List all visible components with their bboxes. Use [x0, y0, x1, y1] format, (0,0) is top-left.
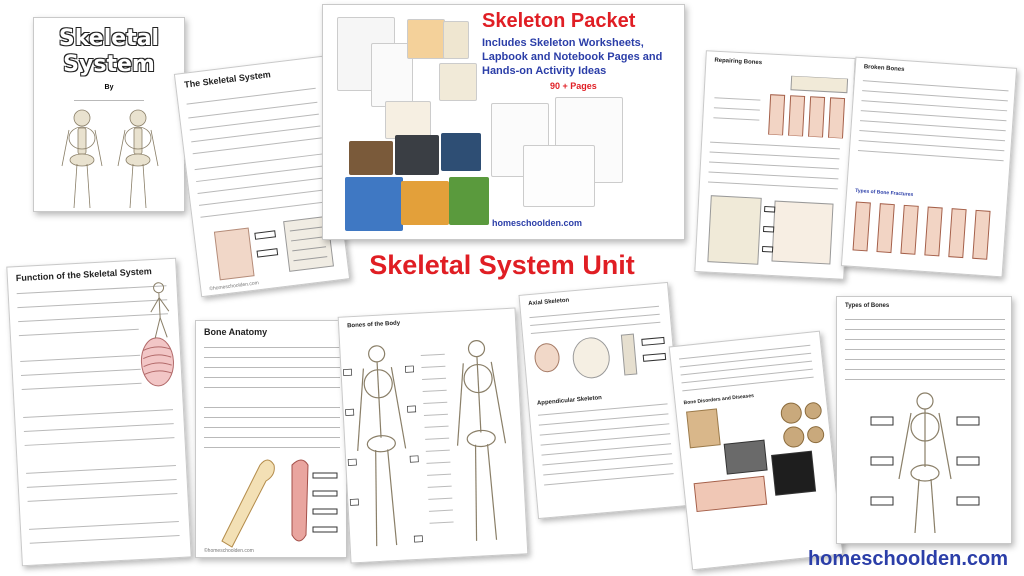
packet-thumb-foot	[439, 63, 477, 101]
packet-thumb-skull	[443, 21, 469, 59]
packet-thumb-photo-playdough	[401, 181, 449, 225]
packet-url: homeschoolden.com	[492, 218, 583, 228]
broken-bones-worksheet: Broken Bones Types of Bone Fractures	[840, 56, 1018, 278]
skeleton-small-illustration	[150, 282, 170, 339]
repairing-bones-worksheet: Repairing Bones	[694, 50, 856, 280]
sheet-title: Types of Bones	[845, 303, 890, 309]
cover-by: By	[104, 84, 114, 91]
cover-title-line2: System	[63, 52, 155, 77]
packet-subtitle: Includes Skeleton Worksheets, Lapbook an…	[482, 37, 663, 77]
sheet-title: Bone Anatomy	[204, 327, 268, 337]
skeleton-types-illustration	[870, 392, 980, 534]
sheet-title: Repairing Bones	[714, 57, 763, 67]
packet-cover	[322, 4, 685, 240]
axial-skeleton-worksheet: Axial Skeleton Appendicular Skeleton	[518, 281, 688, 520]
packet-thumb-worksheet-4	[523, 145, 595, 207]
skeleton-front-illustration	[61, 109, 159, 209]
packet-thumb-photo-hands	[449, 177, 489, 225]
packet-thumb-photo-bone	[349, 141, 393, 175]
skeleton-labeled-illustration	[343, 340, 507, 547]
bone-disorders-worksheet: Bone Disorders and Diseases	[668, 330, 844, 571]
types-of-bones-worksheet: Types of Bones	[836, 296, 1012, 544]
packet-pages: 90 + Pages	[550, 81, 597, 91]
packet-title: Skeleton Packet	[482, 10, 636, 32]
brand-url[interactable]: homeschoolden.com	[807, 548, 1008, 570]
function-worksheet: Function of the Skeletal System	[6, 257, 192, 567]
packet-thumb-skeleton	[371, 43, 413, 107]
packet-thumb-xray	[441, 133, 481, 171]
unit-headline: Skeletal System Unit	[369, 250, 635, 280]
packet-thumb-photo-craft	[345, 177, 403, 231]
packet-thumb-hand	[385, 101, 431, 139]
bone-fracture-stages-illustration	[713, 75, 849, 139]
appendicular-title: Appendicular Skeleton	[536, 395, 603, 407]
ribcage-lungs-illustration	[140, 337, 174, 387]
bone-cross-section-illustration	[221, 459, 338, 548]
cover-title-line1: Skeletal	[58, 26, 160, 51]
bones-of-body-worksheet: Bones of the Body	[337, 307, 529, 564]
cover-worksheet: Skeletal System By	[33, 17, 185, 212]
skeletal-system-worksheet: The Skeletal System ©homeschoolden.com	[173, 55, 351, 298]
sheet-title: Broken Bones	[863, 64, 905, 74]
skull-ribcage-illustration	[534, 333, 667, 379]
knee-joint-illustration	[213, 215, 334, 281]
bone-disease-illustrations	[686, 402, 825, 513]
sheet-title: Bones of the Body	[347, 320, 401, 330]
packet-thumb-ear	[407, 19, 445, 59]
packet-thumb-photo-kids	[395, 135, 439, 175]
sheet-title: The Skeletal System	[183, 69, 272, 90]
sheet-footer: ©homeschoolden.com	[204, 548, 254, 554]
sheet-title: Axial Skeleton	[528, 297, 570, 308]
bone-anatomy-worksheet: Bone Anatomy ©homeschoolden.com	[195, 320, 347, 558]
skeleton-arm-illustration	[707, 195, 834, 265]
fracture-types-illustration	[852, 201, 991, 260]
